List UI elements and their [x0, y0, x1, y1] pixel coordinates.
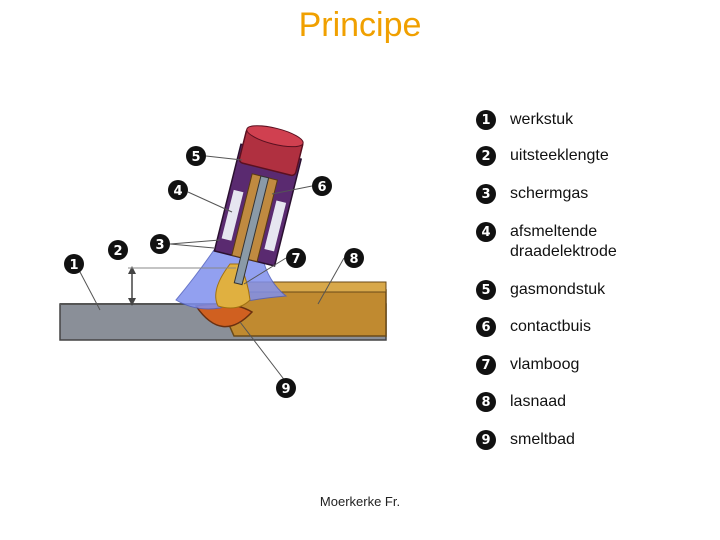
svg-text:7: 7: [291, 252, 300, 267]
legend-number-7: 7: [476, 355, 496, 375]
svg-text:9: 9: [281, 382, 290, 397]
nozzle-insulator-right: [264, 200, 287, 252]
diagram-marker-1: 1: [64, 254, 84, 274]
diagram-marker-9: 9: [276, 378, 296, 398]
stickout-arrow-bottom: [128, 298, 136, 306]
leader-line-7: [243, 257, 287, 285]
legend-label-5: gasmondstuk: [510, 281, 606, 298]
legend-number-5: 5: [476, 280, 496, 300]
leader-line-3a: [169, 243, 215, 249]
legend-label-7: vlamboog: [510, 356, 580, 373]
legend-item-5: 5 gasmondstuk: [476, 280, 700, 300]
legend-number-8: 8: [476, 392, 496, 412]
diagram-marker-4: 4: [168, 180, 188, 200]
legend-number-9: 9: [476, 430, 496, 450]
legend-label-4: afsmeltende draadelektrode: [510, 223, 617, 260]
svg-text:5: 5: [191, 150, 200, 165]
legend-label-6: contactbuis: [510, 318, 591, 335]
leader-line-9: [239, 321, 287, 383]
legend-number-3: 3: [476, 184, 496, 204]
legend-item-9: 9 smeltbad: [476, 430, 700, 450]
diagram-marker-5: 5: [186, 146, 206, 166]
stickout-arrow-top: [128, 266, 136, 274]
page-title: Principe: [298, 6, 422, 44]
legend-label-1: werkstuk: [510, 111, 574, 128]
legend-item-4: 4 afsmeltende draadelektrode: [476, 222, 640, 262]
legend-label-9: smeltbad: [510, 431, 575, 448]
svg-text:3: 3: [155, 238, 164, 253]
leader-line-1: [79, 271, 101, 311]
legend-label-2: uitsteeklengte: [510, 147, 609, 164]
diagram-marker-3: 3: [150, 234, 170, 254]
svg-text:2: 2: [113, 244, 122, 259]
leader-line-4: [187, 191, 233, 213]
svg-text:8: 8: [349, 252, 358, 267]
legend-number-4: 4: [476, 222, 496, 242]
legend-item-7: 7 vlamboog: [476, 355, 700, 375]
diagram-marker-6: 6: [312, 176, 332, 196]
leader-line-5: [205, 155, 243, 161]
diagram-marker-7: 7: [286, 248, 306, 268]
gas-nozzle: [213, 125, 304, 286]
footer-credit: Moerkerke Fr.: [319, 494, 401, 509]
legend-number-2: 2: [476, 146, 496, 166]
legend-item-8: 8 lasnaad: [476, 392, 700, 412]
legend-number-1: 1: [476, 110, 496, 130]
legend-item-1: 1 werkstuk: [476, 110, 700, 130]
leader-line-3b: [169, 239, 221, 245]
svg-text:1: 1: [69, 258, 78, 273]
legend-item-6: 6 contactbuis: [476, 317, 700, 337]
diagram-marker-8: 8: [344, 248, 364, 268]
nozzle-cap-top: [246, 125, 304, 148]
legend-item-2: 2 uitsteeklengte: [476, 146, 700, 166]
svg-text:4: 4: [173, 184, 182, 199]
svg-text:6: 6: [317, 180, 326, 195]
legend-label-3: schermgas: [510, 185, 589, 202]
leader-line-6: [271, 185, 313, 195]
nozzle-insulator-left: [221, 189, 244, 241]
leader-line-8: [317, 257, 345, 305]
legend-number-6: 6: [476, 317, 496, 337]
legend-item-3: 3 schermgas: [476, 184, 700, 204]
diagram-marker-2: 2: [108, 240, 128, 260]
wire-electrode: [233, 175, 270, 286]
legend-label-8: lasnaad: [510, 393, 567, 410]
